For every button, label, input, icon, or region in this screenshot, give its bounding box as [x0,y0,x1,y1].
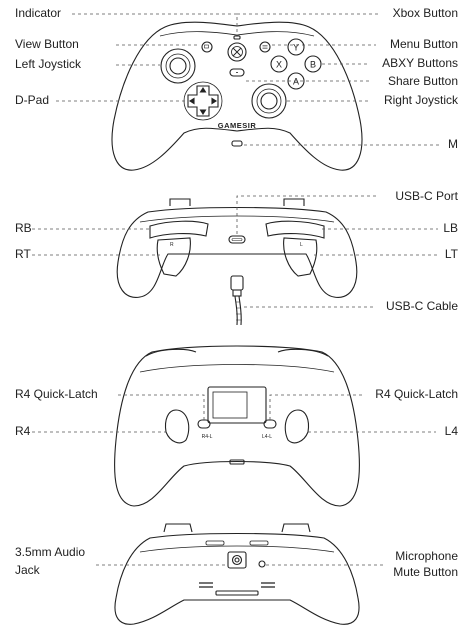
top-body-outline [116,206,358,298]
usbc-cable [230,275,244,326]
top-leader-lines [32,195,438,308]
rt-trigger [156,237,191,277]
leader-r4-quick-latch-right [269,394,362,420]
d-pad-left-arrow [188,97,195,105]
brand-logo-text: GAMESIR [218,121,257,130]
menu-button [259,41,271,53]
back-body-outline [114,345,360,507]
bottom-left-stick-cap [163,523,193,533]
r4-paddle [164,409,190,444]
back-view-controller: R4-L L4-L [114,345,360,507]
m-button [231,140,243,147]
label-view-button: View Button [15,37,79,51]
label-m-button: M [448,137,458,151]
label-right-joystick: Right Joystick [383,93,458,107]
leader-usbc-port [236,195,376,234]
back-right-bumper [277,348,329,357]
top-right-stick-cap [283,198,305,206]
l4-paddle [284,409,310,444]
label-mic-mute-line1: Microphone [395,549,458,563]
lt-marking: L [300,242,303,248]
indicator-light [233,35,241,40]
abxy-buttons: Y X B A [270,38,322,90]
back-bottom-slot [229,459,245,465]
label-audio-jack-line2: Jack [15,563,40,577]
x-button [270,55,288,73]
lb-bumper [265,220,325,239]
label-share-button: Share Button [387,74,458,88]
left-joystick [160,48,196,84]
lt-trigger [283,237,318,277]
xbox-button [227,42,247,62]
b-button-label: B [310,60,316,70]
y-button [287,38,305,56]
bottom-right-stick-cap [281,523,311,533]
label-lb: LB [443,221,458,235]
bottom-upper-edge [139,545,335,553]
audio-jack [227,551,247,569]
front-top-edge [159,31,315,37]
d-pad-down-arrow [199,109,207,116]
label-dpad: D-Pad [15,93,50,107]
bottom-left-marker [199,582,213,588]
mic-mute-button [258,560,266,568]
back-center-sticker [212,391,248,419]
front-view-controller: Y X B A GAMESIR [111,21,363,171]
front-leader-lines [56,13,440,146]
label-usbc-cable: USB-C Cable [385,299,458,313]
label-mic-mute-line2: Mute Button [393,565,458,579]
bottom-view-controller [114,523,360,625]
back-left-bumper [145,348,197,357]
back-leader-lines [32,394,436,433]
top-view-controller: R L [116,198,358,326]
label-menu-button: Menu Button [389,37,458,51]
leader-indicator [72,13,238,34]
share-button [229,68,245,77]
d-pad [183,81,223,121]
label-xbox-button: Xbox Button [392,6,458,20]
label-left-joystick: Left Joystick [15,57,82,71]
usbc-port [228,235,246,244]
bottom-body-outline [114,532,360,625]
d-pad-right-arrow [211,97,218,105]
label-r4: R4 [15,424,31,438]
back-top-edge [139,364,335,373]
label-rt: RT [15,247,31,261]
label-rb: RB [15,221,32,235]
d-pad-up-arrow [199,86,207,93]
leader-r4-quick-latch-left [118,394,205,420]
view-button [201,41,213,53]
latch-right-marking: L4-L [262,434,272,440]
label-r4-quick-latch-right: R4 Quick-Latch [375,387,458,401]
label-usbc-port: USB-C Port [395,189,458,203]
back-center-panel [207,386,267,424]
b-button [304,55,322,73]
label-l4: L4 [444,424,458,438]
bottom-right-marker [261,582,275,588]
bottom-base-slot [215,590,259,596]
latch-left-marking: R4-L [202,434,213,440]
right-joystick [251,83,287,119]
top-left-stick-cap [169,198,191,206]
x-button-label: X [276,60,282,70]
label-indicator: Indicator [15,6,62,20]
rt-marking: R [170,242,174,248]
front-controller-body [111,21,363,171]
y-button-label: Y [293,43,299,53]
label-lt: LT [444,247,458,261]
rb-bumper [149,220,209,239]
a-button-label: A [293,77,299,87]
label-abxy-buttons: ABXY Buttons [382,56,458,70]
label-audio-jack-line1: 3.5mm Audio [15,545,86,559]
label-r4-quick-latch-left: R4 Quick-Latch [15,387,98,401]
